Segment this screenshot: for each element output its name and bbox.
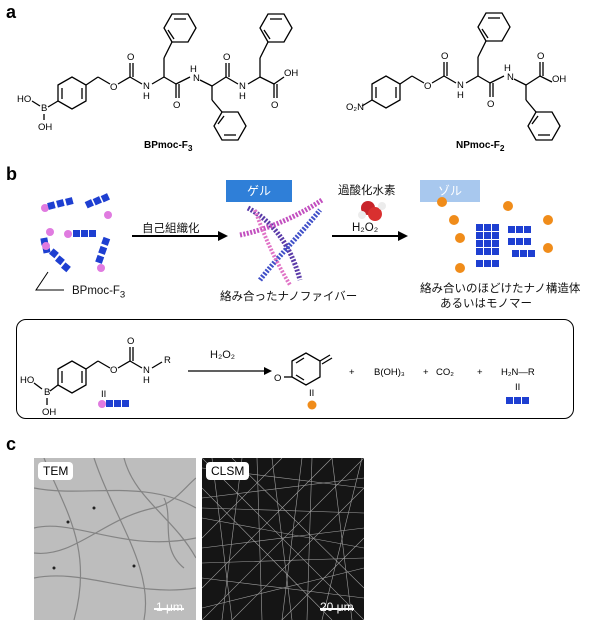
svg-text:O: O	[127, 52, 134, 63]
clsm-label: CLSM	[206, 462, 250, 480]
svg-text:II: II	[101, 389, 106, 400]
reaction-reagent: H₂O₂	[210, 349, 236, 361]
svg-text:N: N	[507, 72, 514, 83]
sol-caption-line2: あるいはモノマー	[440, 298, 532, 310]
svg-text:B(OH)₃: B(OH)₃	[374, 367, 405, 378]
peptide-monomers	[40, 193, 112, 273]
sol-nanostructures	[437, 197, 553, 273]
svg-text:N: N	[239, 81, 246, 92]
svg-text:OH: OH	[42, 407, 56, 418]
svg-text:HO: HO	[17, 94, 31, 105]
compound2-caption: NPmoc-F2	[456, 140, 505, 153]
reaction-scheme-box	[16, 319, 574, 419]
svg-text:OH: OH	[552, 74, 566, 85]
svg-text:O: O	[110, 82, 117, 93]
reaction-scheme: B(OH)₃ B HO OH O O N H R II O II + B(OH)…	[20, 336, 535, 418]
npmoc-f2-structure: O₂N O O N H O H N O OH	[346, 12, 566, 141]
svg-text:II: II	[515, 382, 520, 393]
nanofiber-illustration	[239, 197, 324, 287]
svg-text:O: O	[127, 336, 134, 347]
panel-b-scheme	[35, 193, 553, 291]
svg-text:O: O	[110, 365, 117, 376]
panel-c-label: c	[6, 434, 17, 454]
svg-text:N: N	[193, 73, 200, 84]
svg-text:CO₂: CO₂	[436, 367, 454, 378]
svg-text:N: N	[457, 80, 464, 91]
svg-text:R: R	[164, 355, 171, 366]
svg-text:H: H	[504, 63, 511, 74]
clsm-image: CLSM 20 μm	[202, 458, 364, 620]
nanofiber-caption: 絡み合ったナノファイバー	[220, 291, 358, 303]
svg-text:H: H	[239, 91, 246, 102]
clsm-fibers	[202, 458, 364, 620]
svg-text:O: O	[441, 51, 448, 62]
svg-text:H: H	[457, 90, 464, 101]
panel-a-structures: B HO OH O O N H O H N	[17, 12, 566, 141]
panel-b-label: b	[6, 164, 17, 184]
svg-text:HO: HO	[20, 375, 34, 386]
svg-text:O₂N: O₂N	[346, 102, 364, 113]
svg-text:H₂N—R: H₂N—R	[501, 367, 535, 378]
h2o2-label: H₂O₂	[352, 222, 379, 234]
svg-text:O: O	[274, 373, 281, 384]
h2o2-molecule-icon	[358, 201, 386, 221]
svg-text:+: +	[423, 367, 429, 378]
tem-image: TEM 1 μm	[34, 458, 196, 620]
svg-text:OH: OH	[284, 68, 298, 79]
svg-text:N: N	[143, 365, 150, 376]
peptide-label: BPmoc-F3	[72, 285, 126, 301]
svg-text:O: O	[223, 52, 230, 63]
tem-fibers	[34, 458, 196, 620]
svg-text:O: O	[271, 100, 278, 111]
tem-label: TEM	[38, 462, 74, 480]
svg-text:B: B	[44, 387, 50, 398]
svg-text:N: N	[143, 81, 150, 92]
peroxide-label: 過酸化水素	[338, 185, 396, 197]
svg-text:H: H	[143, 375, 150, 386]
tem-scale-label: 1 μm	[156, 600, 183, 614]
svg-text:H: H	[143, 91, 150, 102]
gel-tag: ゲル	[226, 180, 292, 202]
svg-text:O: O	[173, 100, 180, 111]
compound1-caption: BPmoc-F3	[144, 140, 193, 153]
svg-text:+: +	[349, 367, 355, 378]
sol-caption-line1: 絡み合いのほどけたナノ構造体	[420, 283, 581, 295]
svg-text:O: O	[537, 51, 544, 62]
svg-text:+: +	[477, 367, 483, 378]
boron-atom: B	[41, 103, 47, 114]
svg-text:H: H	[190, 64, 197, 75]
sol-tag: ゾル	[420, 180, 480, 202]
svg-text:II: II	[309, 388, 314, 399]
svg-text:OH: OH	[38, 122, 52, 133]
bpmoc-f3-structure: B HO OH O O N H O H N	[17, 13, 298, 141]
panel-a-label: a	[6, 2, 17, 22]
self-assembly-label: 自己組織化	[142, 223, 200, 235]
svg-text:O: O	[487, 99, 494, 110]
clsm-scale-label: 20 μm	[320, 600, 354, 614]
svg-text:O: O	[424, 81, 431, 92]
